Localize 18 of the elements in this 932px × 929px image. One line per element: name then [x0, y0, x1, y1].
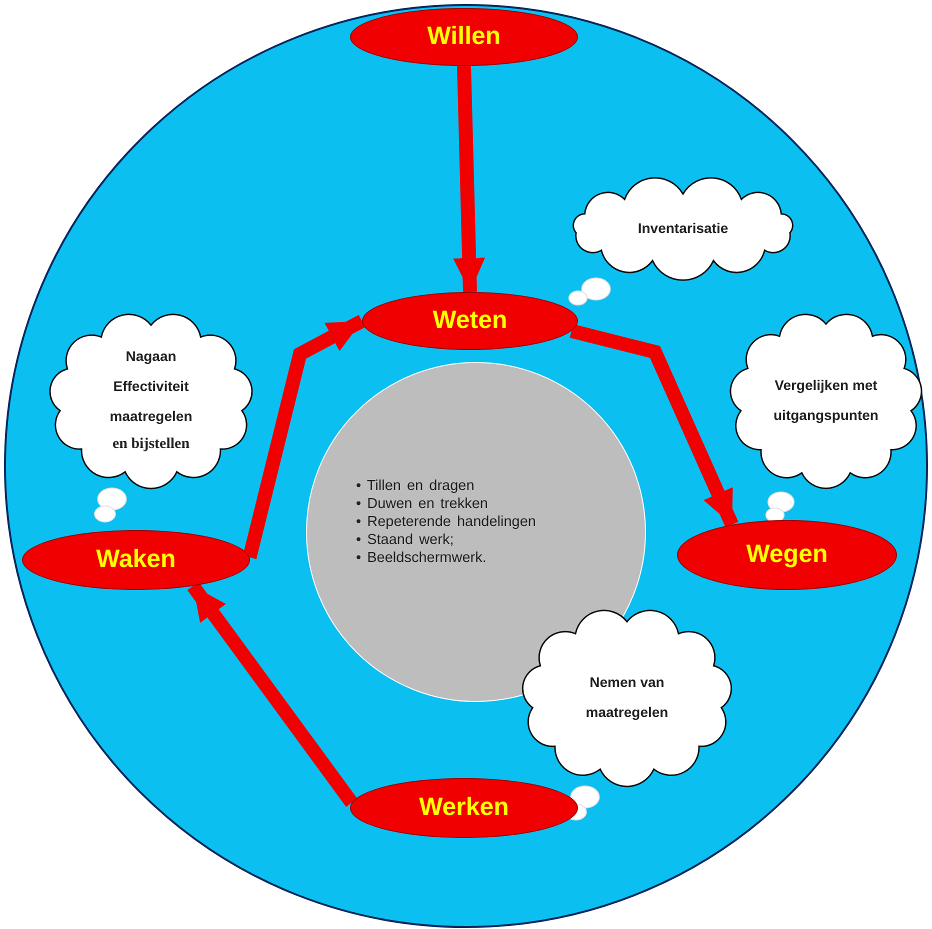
list-item: • Beeldschermwerk. — [356, 549, 488, 567]
arrow — [242, 314, 366, 560]
stage-label: Wegen — [746, 539, 828, 570]
list-item: • Repeterende handelingen — [356, 513, 537, 531]
arrow — [570, 324, 738, 528]
list-item: • Duwen en trekken — [356, 495, 489, 513]
stage-label: Werken — [419, 792, 509, 824]
cloud-text: Vergelijken met uitgangspunten — [774, 376, 878, 425]
stage-label: Willen — [427, 21, 501, 52]
list-item: • Staand werk; — [356, 531, 455, 549]
list-item: • Tillen en dragen — [356, 477, 476, 495]
cloud-text: Inventarisatie — [638, 219, 728, 238]
stage-label: Weten — [432, 305, 508, 336]
cloud-text: en bijstellen — [112, 435, 190, 454]
cloud-text: Nagaan Effectiviteit maatregelen — [110, 347, 192, 426]
cloud-text: Nemen van maatregelen — [586, 673, 668, 722]
arrow — [453, 66, 486, 292]
stage-label: Waken — [96, 544, 176, 576]
